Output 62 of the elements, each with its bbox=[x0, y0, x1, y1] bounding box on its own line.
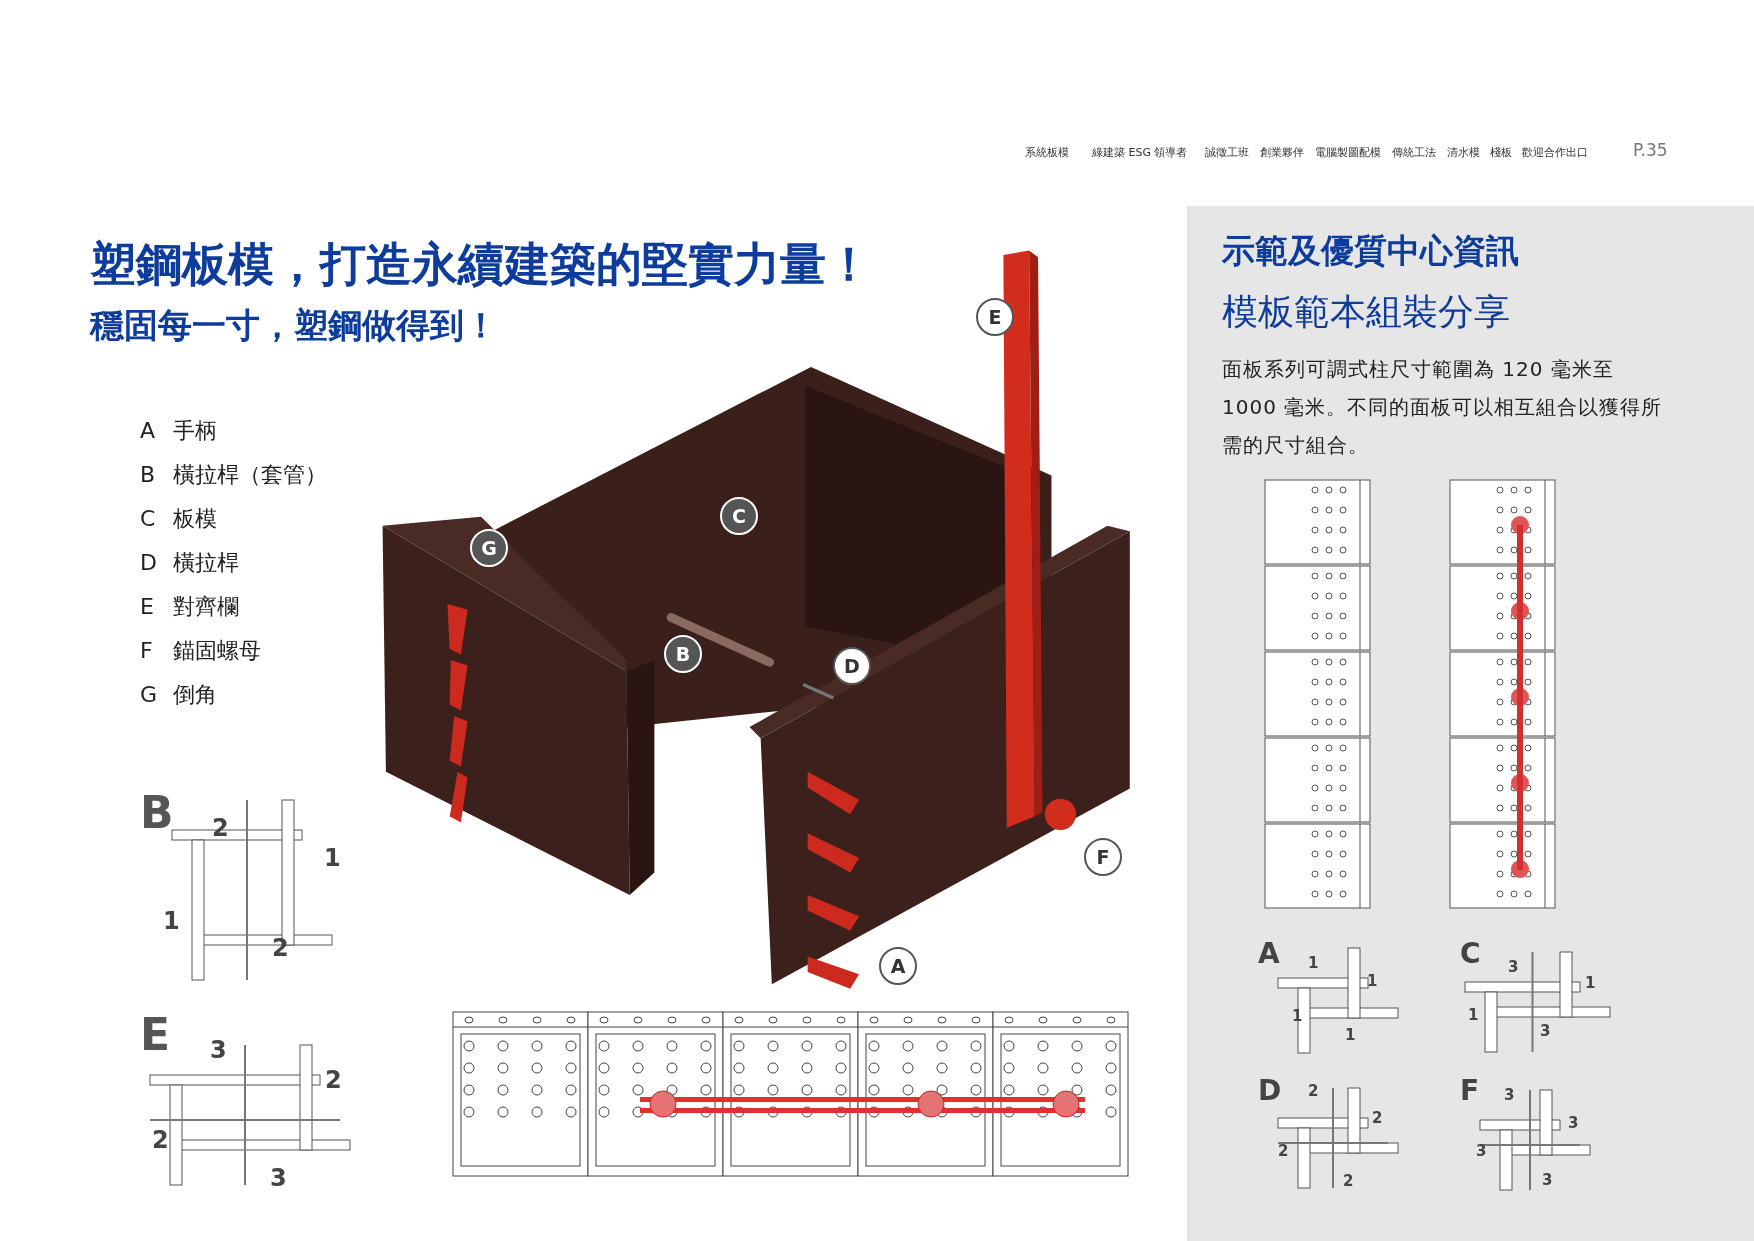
panel-count: 2 bbox=[272, 935, 289, 963]
panel-count: 2 bbox=[1278, 1143, 1289, 1161]
diagram-letter: A bbox=[1258, 938, 1280, 971]
diagram-letter: F bbox=[1460, 1075, 1480, 1108]
callout-letter: F bbox=[1084, 838, 1122, 876]
panel-count: 1 bbox=[1367, 973, 1378, 991]
panel-count: 1 bbox=[1292, 1008, 1303, 1026]
header-tag: 誠徵工班 bbox=[1205, 147, 1249, 160]
panel-count: 2 bbox=[325, 1067, 342, 1095]
panel-count: 1 bbox=[163, 908, 180, 936]
panel-count: 2 bbox=[1372, 1110, 1383, 1128]
panel-count: 2 bbox=[1343, 1173, 1354, 1191]
part-name: 橫拉桿（套管） bbox=[173, 462, 327, 488]
header-tag: 系統板模 bbox=[1025, 147, 1069, 160]
panel-count: 3 bbox=[1540, 1023, 1551, 1041]
part-letter: C bbox=[140, 506, 156, 532]
panel-count: 3 bbox=[1508, 959, 1519, 977]
header-tag: 傳統工法 bbox=[1392, 147, 1436, 160]
part-name: 橫拉桿 bbox=[173, 550, 239, 576]
diagram-letter: C bbox=[1460, 938, 1481, 971]
header-tag: 歡迎合作出口 bbox=[1522, 147, 1588, 160]
panel-count: 1 bbox=[1468, 1007, 1479, 1025]
diagram-letter: B bbox=[140, 788, 174, 839]
header-tag: 綠建築 ESG 領導者 bbox=[1092, 147, 1188, 160]
header-tag: 清水模 bbox=[1447, 147, 1480, 160]
diagram-letter: D bbox=[1258, 1075, 1282, 1108]
part-letter: E bbox=[140, 594, 154, 620]
section-heading: 示範及優質中心資訊 bbox=[1222, 232, 1519, 270]
part-name: 錨固螺母 bbox=[173, 638, 261, 664]
page-number: P.35 bbox=[1633, 141, 1668, 161]
diagram-letter: E bbox=[140, 1010, 171, 1061]
part-letter: F bbox=[140, 638, 153, 664]
header-tag: 電腦製圖配模 bbox=[1315, 147, 1381, 160]
header-tag: 棧板 bbox=[1490, 147, 1512, 160]
panel-count: 2 bbox=[152, 1127, 169, 1155]
body-text: 面板系列可調式柱尺寸範圍為 120 毫米至 1000 毫米。不同的面板可以相互組合以獲得所需的尺寸組合。 bbox=[1222, 356, 1664, 459]
panel-count: 3 bbox=[210, 1037, 227, 1065]
part-name: 倒角 bbox=[173, 682, 217, 708]
panel-count: 3 bbox=[1568, 1115, 1579, 1133]
callout-letter: A bbox=[879, 947, 917, 985]
part-letter: G bbox=[140, 682, 158, 708]
part-letter: B bbox=[140, 462, 156, 488]
panel-count: 3 bbox=[1542, 1172, 1553, 1190]
header-tag: 創業夥伴 bbox=[1260, 147, 1304, 160]
subtitle: 穩固每一寸，塑鋼做得到！ bbox=[90, 306, 498, 346]
panel-count: 2 bbox=[212, 815, 229, 843]
part-name: 手柄 bbox=[173, 418, 217, 444]
panel-count: 1 bbox=[324, 845, 341, 873]
panel-count: 3 bbox=[270, 1165, 287, 1193]
callout-letter: E bbox=[976, 298, 1014, 336]
panel-count: 3 bbox=[1476, 1143, 1487, 1161]
page-title: 塑鋼板模，打造永續建築的堅實力量！ bbox=[90, 238, 872, 291]
panel-count: 2 bbox=[1308, 1083, 1319, 1101]
panel-count: 1 bbox=[1345, 1027, 1356, 1045]
part-letter: D bbox=[140, 550, 157, 576]
part-name: 對齊欄 bbox=[173, 594, 239, 620]
panel-count: 3 bbox=[1504, 1087, 1515, 1105]
section-subheading: 模板範本組裝分享 bbox=[1222, 291, 1510, 333]
panel-count: 1 bbox=[1585, 975, 1596, 993]
panel-count: 1 bbox=[1308, 955, 1319, 973]
part-name: 板模 bbox=[173, 506, 217, 532]
part-letter: A bbox=[140, 418, 156, 444]
